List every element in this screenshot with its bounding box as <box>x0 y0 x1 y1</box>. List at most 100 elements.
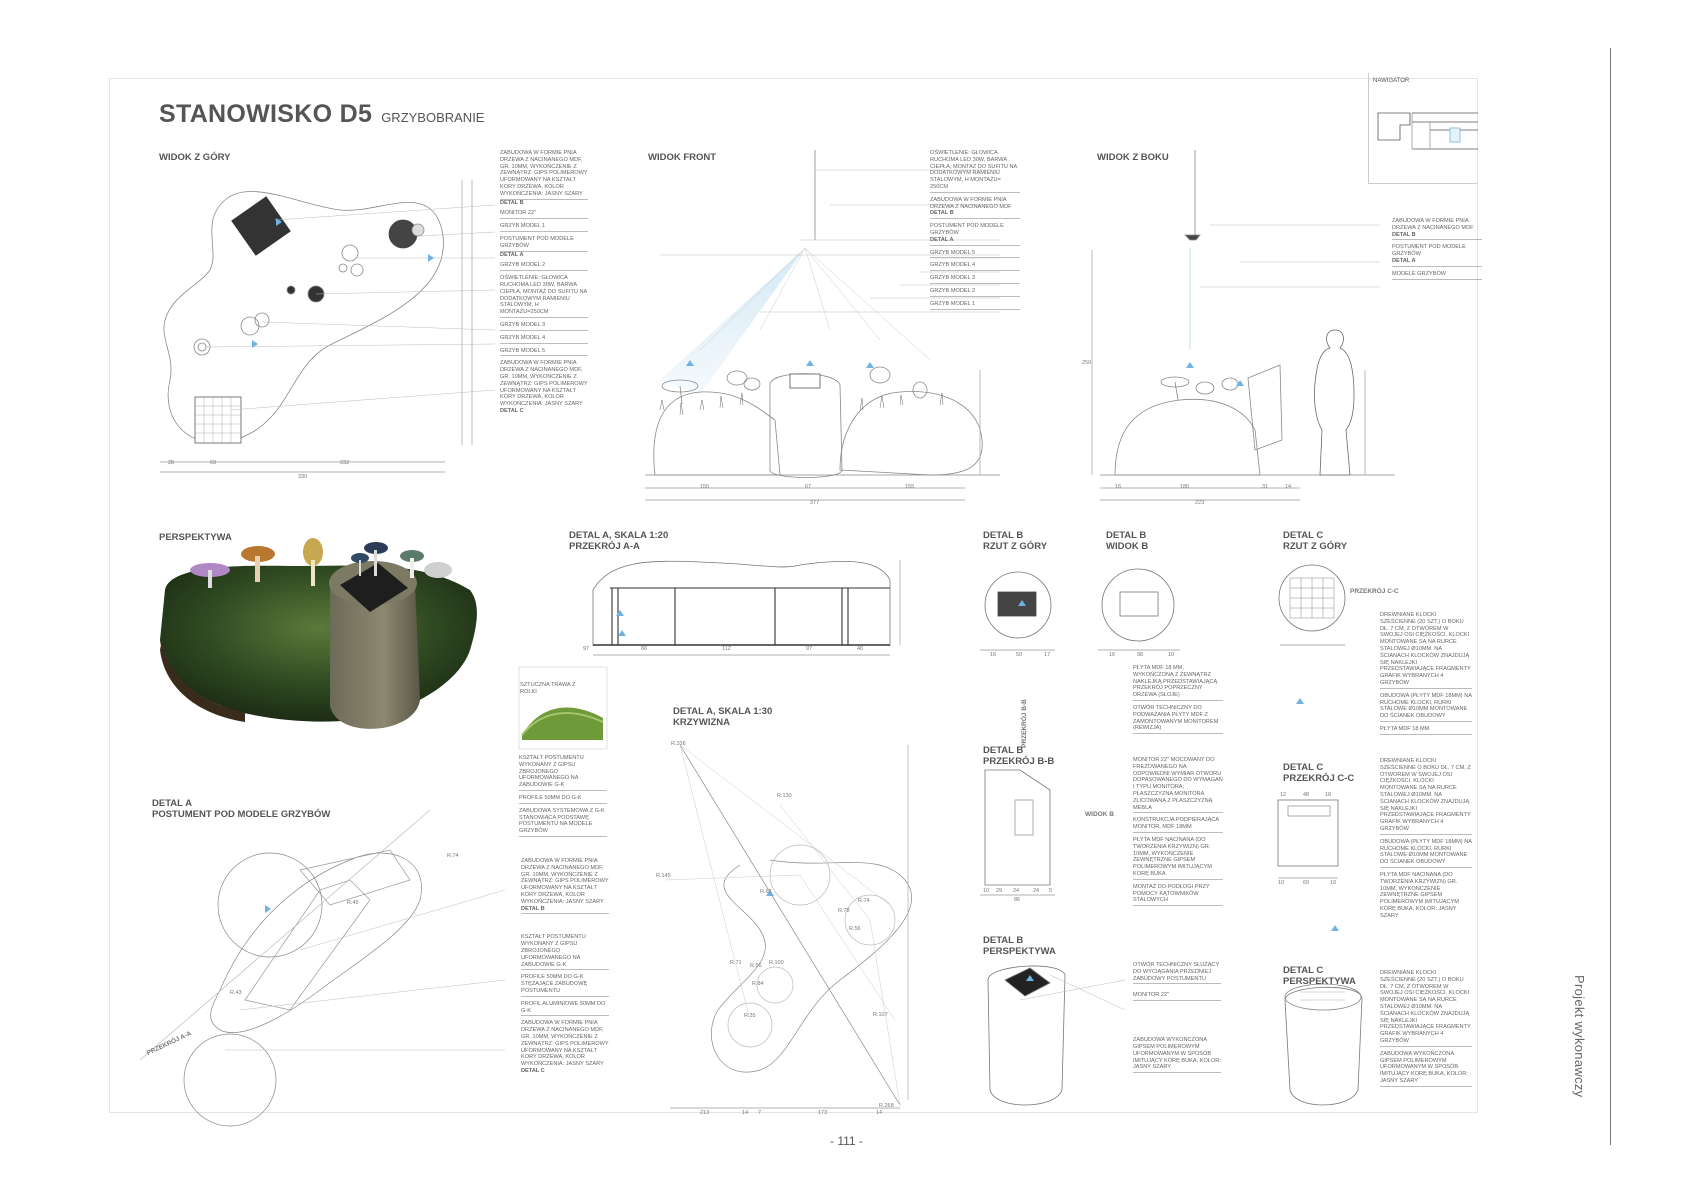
dim: 10 <box>1330 880 1337 886</box>
note: KONSTRUKCJA PODPIERAJĄCA MONITOR, MDF 18… <box>1133 817 1223 833</box>
detail-b-notes-persp: OTWÓR TECHNICZNY SŁUŻĄCY DO WYCIĄGANIA P… <box>1133 962 1221 1074</box>
title-separator: - <box>366 110 371 125</box>
detail-b-sec-subtitle: PRZEKRÓJ B-B <box>983 756 1055 767</box>
detail-a-curvature <box>664 744 912 1109</box>
page-subtitle: - GRZYBOBRANIE <box>366 110 484 125</box>
grass-note: SZTUCZNA TRAWA Z ROLKI <box>520 682 576 695</box>
dim: 86 <box>1014 897 1021 903</box>
right-rule <box>1610 48 1611 1145</box>
note: PŁYTA MDF 18 MM <box>1380 726 1472 735</box>
note: ZABUDOWA W FORMIE PNIA DRZEWA Z NACINANE… <box>500 360 588 408</box>
dim: 155 <box>700 484 710 490</box>
detail-c-persp-title: DETAL C <box>1283 965 1324 976</box>
note: PROFILE 50MM DO G-K STĘŻAJĄCE ZABUDOWĘ P… <box>521 974 609 997</box>
navigator-label: NAWIGATOR <box>1373 78 1410 84</box>
note: GRZYB MODEL 3 <box>500 322 588 331</box>
dim: R.78 <box>838 908 850 914</box>
note: POSTUMENT POD MODELE GRZYBÓW <box>930 223 1004 236</box>
mushrooms <box>190 538 452 588</box>
note: MONTAŻ DO PODŁOGI PRZY POMOCY KĄTOWNIKÓW… <box>1133 884 1223 907</box>
dim: 18 <box>1325 792 1332 798</box>
note: GRZYB MODEL 2 <box>930 288 1020 297</box>
detail-a3-notes: ZABUDOWA W FORMIE PNIA DRZEWA Z NACINANE… <box>521 858 609 1075</box>
note: ZABUDOWA WYKOŃCZONA GIPSEM POLIMEROWYM U… <box>1380 1051 1472 1087</box>
note: ZABUDOWA WYKOŃCZONA GIPSEM POLIMEROWYM U… <box>1133 1037 1221 1074</box>
dim: R.45 <box>347 900 359 906</box>
dim: 112 <box>722 646 731 652</box>
side-label: Projekt wykonawczy <box>1572 975 1587 1098</box>
note: PROFILE 50MM DO G-K <box>519 795 607 804</box>
dim: R.43 <box>230 990 242 996</box>
section-perspective: PERSPEKTYWA <box>159 532 232 543</box>
dim: 173 <box>818 1110 828 1116</box>
note-ref: DETAL B <box>930 210 1020 220</box>
dim: 16 <box>990 652 997 658</box>
dim: R.84 <box>752 981 764 987</box>
section-detail-c-sec: DETAL C PRZEKRÓJ C-C <box>1283 762 1354 784</box>
dim: R.107 <box>873 1012 888 1018</box>
note-ref: DETAL B <box>521 906 609 915</box>
note: OŚWIETLENIE: GŁOWICA RUCHOMA LED 30W, BA… <box>930 150 1020 193</box>
section-detail-b-top: DETAL B RZUT Z GÓRY <box>983 530 1047 552</box>
dim: R.63 <box>760 889 772 895</box>
section-detail-b-persp: DETAL B PERSPEKTYWA <box>983 935 1056 957</box>
note: MONITOR 22" <box>500 210 588 220</box>
note: MONITOR 22" <box>1133 992 1221 1002</box>
detail-a3-subtitle: POSTUMENT POD MODELE GRZYBÓW <box>152 809 331 820</box>
dim: 16 <box>1109 652 1116 658</box>
section-detail-a3: DETAL A POSTUMENT POD MODELE GRZYBÓW <box>152 798 330 820</box>
note: ZABUDOWA SYSTEMOWA Z G-K STANOWIĄCA PODS… <box>519 808 607 837</box>
note: ZABUDOWA W FORMIE PNIA DRZEWA Z NACINANE… <box>521 858 609 905</box>
dim: 14 <box>742 1110 749 1116</box>
dim: 14 <box>1285 484 1292 490</box>
note: GRZYB MODEL 1 <box>930 301 1020 310</box>
detail-c-sec-title: DETAL C <box>1283 762 1324 773</box>
detail-b-top-title: DETAL B <box>983 530 1024 541</box>
dim: 31 <box>1262 484 1269 490</box>
side-view-notes: ZABUDOWA W FORMIE PNIA DRZEWA Z NACINANE… <box>1392 218 1482 280</box>
dim: R.336 <box>671 741 686 747</box>
note: PROFIL ALUMINIOWE 50MM DO G-K <box>521 1001 609 1017</box>
detail-b-top-subtitle: RZUT Z GÓRY <box>983 541 1048 552</box>
dim: 377 <box>810 500 820 506</box>
note: MODELE GRZYBÓW <box>1392 271 1482 280</box>
note: OBUDOWA (PŁYTY MDF 18MM) NA RUCHOME KLOC… <box>1380 839 1472 868</box>
section-side-view: WIDOK Z BOKU <box>1097 152 1169 163</box>
dim: 97 <box>806 646 813 652</box>
dim: R.130 <box>777 793 792 799</box>
detail-c-top-title: DETAL C <box>1283 530 1324 541</box>
note: ZABUDOWA W FORMIE PNIA DRZEWA Z NACINANE… <box>1392 218 1474 231</box>
dim: R.74 <box>858 898 870 904</box>
note: PŁYTA MDF NACINANA (DO TWORZENIA KRZYWIZ… <box>1133 837 1223 880</box>
detail-c-notes-top: DREWNIANE KLOCKI SZEŚCIENNE (20 SZT.) O … <box>1380 612 1472 735</box>
detail-b-notes-top: PŁYTA MDF 18 MM, WYKOŃCZONA Z ZEWNĄTRZ N… <box>1133 665 1223 735</box>
side-view-drawing <box>1091 150 1395 501</box>
dim: 232 <box>340 460 350 466</box>
navigator-panel[interactable]: NAWIGATOR <box>1368 73 1477 184</box>
top-view-notes: ZABUDOWA W FORMIE PNIA DRZEWA Z NACINANE… <box>500 150 588 415</box>
note: ZABUDOWA W FORMIE PNIA DRZEWA Z NACINANE… <box>930 196 1012 210</box>
dim: R.100 <box>769 960 784 966</box>
section-detail-a2: DETAL A, SKALA 1:30 KRZYWIZNA <box>673 706 772 728</box>
detail-a-title: DETAL A, SKALA 1:20 <box>569 530 669 541</box>
note: GRZYB MODEL 1 <box>500 223 588 232</box>
note: POSTUMENT POD MODELE GRZYBÓW <box>500 236 588 252</box>
dim: 66 <box>641 646 648 652</box>
monitor-topview <box>231 196 291 256</box>
detail-c-top-subtitle: RZUT Z GÓRY <box>1283 541 1348 552</box>
dim: 67 <box>805 484 812 490</box>
dim: 250 <box>1082 360 1092 366</box>
note: PŁYTA MDF NACINANA (DO TWORZENIA KRZYWIZ… <box>1380 871 1459 919</box>
detail-b-persp-subtitle: PERSPEKTYWA <box>983 946 1056 957</box>
note: DREWNIANE KLOCKI SZEŚCIENNE (20 SZT.) O … <box>1380 970 1472 1047</box>
detail-a2-subtitle: KRZYWIZNA <box>673 717 730 728</box>
detail-a-plinth <box>139 809 506 1127</box>
note-ref: DETAL C <box>500 407 524 414</box>
navigator-thumbnail <box>1377 112 1478 150</box>
page-title: STANOWISKO D5 <box>159 100 373 128</box>
detail-b-sec-title: DETAL B <box>983 745 1024 756</box>
note: OBUDOWA (PŁYTY MDF 18MM) NA RUCHOME KLOC… <box>1380 693 1472 722</box>
note: ZABUDOWA W FORMIE PNIA DRZEWA Z NACINANE… <box>500 150 588 200</box>
dim: 24 <box>1013 888 1020 894</box>
